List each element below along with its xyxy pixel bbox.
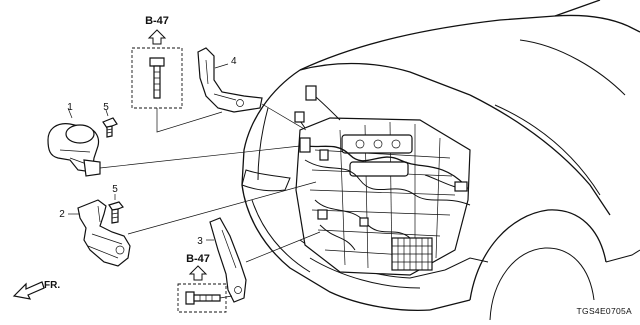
part-2-bracket <box>77 199 131 267</box>
ref-bottom-arrow-icon <box>188 265 208 281</box>
front-arrow-icon <box>12 281 45 300</box>
bolt-5-lower <box>108 201 124 224</box>
callout-2-label: 2 <box>59 209 65 220</box>
front-direction-indicator: FR. <box>12 280 60 300</box>
ref-bottom-label: B-47 <box>186 253 210 265</box>
callout-1-label: 1 <box>67 102 73 113</box>
leader-2-engine <box>127 181 317 235</box>
leader-4-engine <box>261 103 307 131</box>
leader-1-engine <box>99 145 301 169</box>
ref-top-label: B-47 <box>145 15 169 27</box>
diagram-code: TGS4E0705A <box>577 306 632 316</box>
part-3-bracket <box>209 217 247 303</box>
bolt-top <box>149 57 165 99</box>
ref-bottom-box <box>177 283 227 313</box>
engine-assembly <box>294 85 471 276</box>
leader-4 <box>214 63 229 69</box>
leader-5a <box>105 109 109 117</box>
bolt-bottom <box>185 291 221 305</box>
leader-3-engine <box>245 231 321 263</box>
ref-top-arrow-icon <box>147 29 167 45</box>
callout-5a-label: 5 <box>103 102 109 113</box>
bolt-5-upper <box>102 117 118 138</box>
callout-4-label: 4 <box>231 56 237 67</box>
leader-bolt-bracket4 <box>156 108 223 133</box>
direction-label: FR. <box>44 280 60 291</box>
leader-1 <box>67 107 73 119</box>
callout-3-label: 3 <box>197 236 203 247</box>
part-1-holder <box>47 123 101 177</box>
part-4-bracket <box>197 47 263 113</box>
callout-5b-label: 5 <box>112 184 118 195</box>
leader-bolt-bracket3 <box>219 295 233 299</box>
